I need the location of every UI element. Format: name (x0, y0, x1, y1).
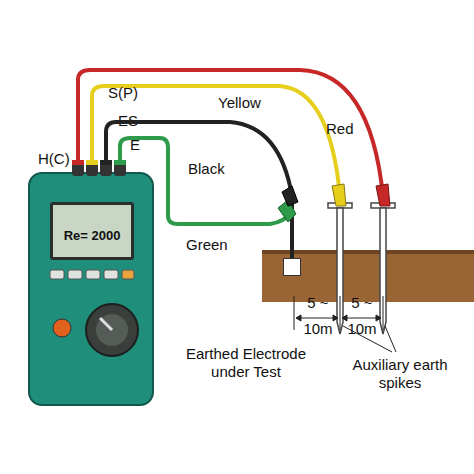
clip (278, 184, 390, 222)
earthed-electrode: Earthed Electrode under Test (283, 258, 301, 276)
test-lead-wire (120, 138, 292, 258)
dial-pointer (100, 318, 112, 330)
auxiliary-spike (371, 203, 395, 334)
dimension-text: 5 ~ 10m (344, 290, 380, 342)
meter-button (50, 270, 134, 279)
earth-tester-meter: Re= 2000 (28, 172, 154, 406)
spike-caption: Auxiliary earth spikes (345, 356, 455, 392)
terminal (72, 160, 126, 176)
rotary-dial (86, 304, 138, 356)
auxiliary-spike (328, 203, 352, 334)
terminal-label: H(C) (38, 150, 70, 167)
lcd-reading: Re= 2000 (50, 202, 134, 260)
wire-color-label: Black (188, 160, 225, 177)
test-button (53, 319, 71, 337)
ground-surface (262, 250, 474, 254)
terminal-label: E (130, 136, 140, 153)
terminal-label: S(P) (108, 84, 138, 101)
electrode-caption: Earthed Electrode under Test (181, 345, 311, 381)
rotary-knob (96, 314, 128, 346)
wire-color-label: Green (186, 236, 228, 253)
test-lead-wire (106, 122, 292, 258)
wire-color-label: Red (326, 120, 354, 137)
terminal-label: ES (118, 112, 138, 129)
electrode-rod (291, 205, 294, 258)
dimension-text: 5 ~ 10m (300, 290, 336, 342)
wire-color-label: Yellow (218, 94, 261, 111)
